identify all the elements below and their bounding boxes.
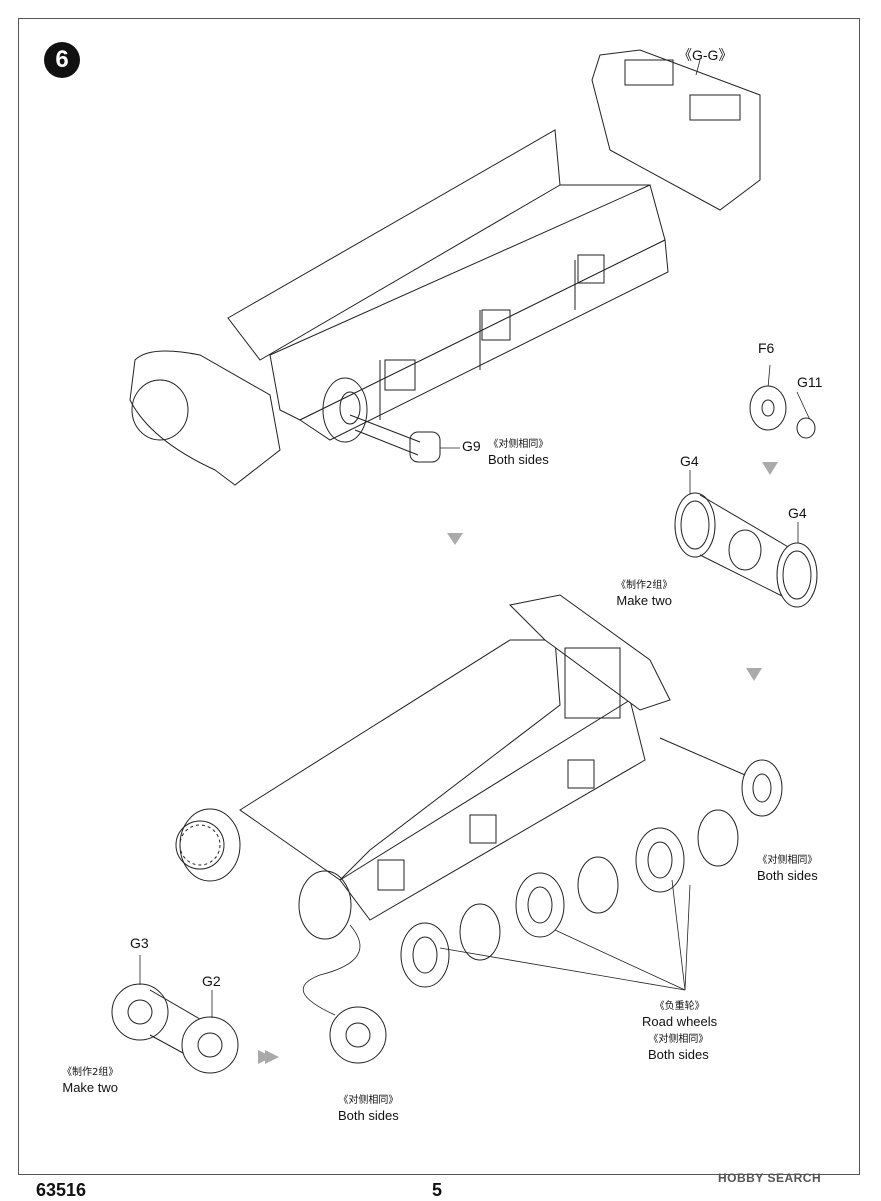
- kit-number: 63516: [36, 1180, 87, 1200]
- page-number: 5: [432, 1180, 443, 1200]
- note-both-sides-right: 《对侧相同》 Both sides: [757, 855, 818, 883]
- sprocket-hub-drawing: [749, 385, 816, 439]
- part-label-gg: 《G-G》: [678, 47, 733, 63]
- drive-sprocket-drawing: [111, 824, 387, 1074]
- part-label-g3: G3: [130, 935, 149, 951]
- note-road-wheels: 《负重轮》 Road wheels: [642, 1001, 718, 1029]
- note-make-two-idler: 《制作2组》 Make two: [616, 580, 673, 608]
- idler-wheel-drawing: [674, 492, 818, 608]
- part-label-g11: G11: [797, 374, 823, 390]
- road-wheel-bogies-drawing: [400, 737, 783, 988]
- lower-hull-drawing: [175, 594, 671, 940]
- note-make-two-sprocket: 《制作2组》 Make two: [62, 1067, 119, 1095]
- note-both-sides-road-wheels: 《对侧相同》 Both sides: [648, 1034, 709, 1062]
- note-both-sides-sprocket: 《对侧相同》 Both sides: [338, 1095, 399, 1123]
- part-label-g2: G2: [202, 973, 221, 989]
- part-label-f6: F6: [758, 340, 775, 356]
- watermark: HOBBY SEARCH: [718, 1171, 822, 1185]
- part-label-g4-right: G4: [788, 505, 807, 521]
- part-label-g4-left: G4: [680, 453, 699, 469]
- part-label-g9: G9: [462, 438, 481, 454]
- upper-hull-drawing: [129, 49, 761, 486]
- note-both-sides-upper: 《对侧相同》 Both sides: [488, 439, 549, 467]
- page-frame: [18, 18, 860, 1175]
- step-number-badge: 6: [44, 42, 80, 78]
